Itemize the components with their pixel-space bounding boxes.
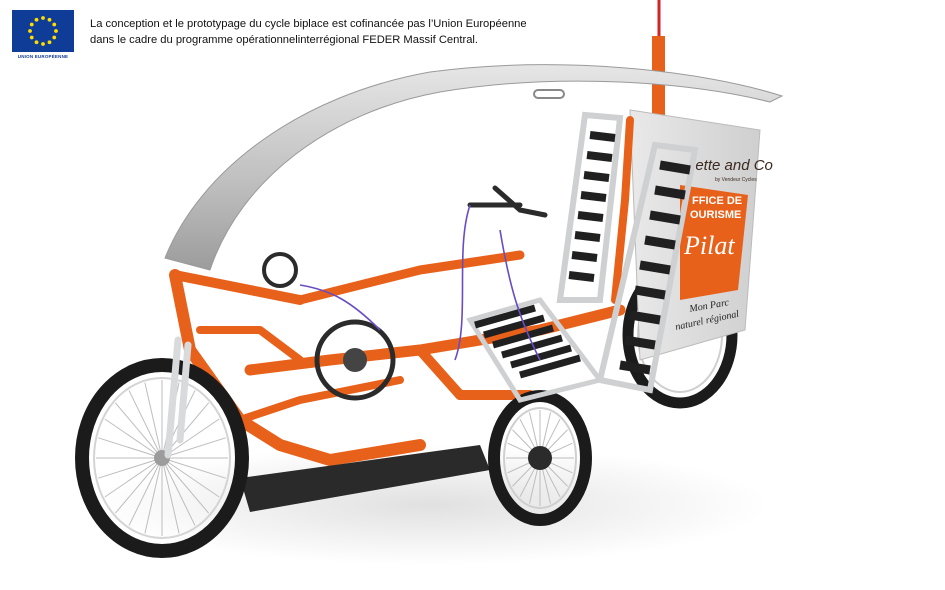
pilat-label: Pilat	[683, 231, 735, 260]
funding-notice: La conception et le prototypage du cycle…	[90, 16, 610, 48]
eu-star-icon	[29, 22, 34, 27]
eu-star-icon	[41, 42, 45, 46]
eu-star-icon	[41, 16, 45, 20]
seat-base-slats	[474, 304, 581, 379]
footrest-board	[240, 445, 490, 512]
canopy-handle	[533, 89, 565, 99]
funding-header: UNION EUROPÉENNE La conception et le pro…	[10, 8, 610, 60]
eu-star-icon	[52, 35, 57, 40]
eu-star-icon	[52, 22, 57, 27]
office-line-1: FFICE DE	[692, 195, 742, 207]
eu-star-icon	[54, 29, 58, 33]
notice-line-1: La conception et le prototypage du cycle…	[90, 18, 527, 30]
eu-star-icon	[34, 40, 39, 45]
front-wheel	[75, 358, 249, 558]
notice-line-2: dans le cadre du programme opérationneli…	[90, 34, 479, 46]
handlebar	[467, 185, 548, 218]
rear-seat	[556, 111, 624, 303]
brake-cables	[299, 204, 541, 361]
eu-star-icon	[47, 40, 52, 45]
office-line-2: OURISME	[690, 209, 741, 221]
brand-sub-label: by Vendeur Cycles	[715, 177, 757, 183]
eu-star-icon	[34, 17, 39, 22]
eu-caption: UNION EUROPÉENNE	[17, 54, 69, 59]
canopy-roof	[164, 64, 784, 271]
flag-mast	[652, 0, 665, 116]
rear-left-wheel	[488, 390, 592, 526]
brand-label: lette and Co	[692, 157, 773, 174]
eu-star-icon	[29, 35, 34, 40]
drive-chainring	[262, 252, 396, 401]
eu-flag-icon	[12, 10, 74, 52]
eu-star-icon	[28, 29, 32, 33]
eu-star-icon	[47, 17, 52, 22]
front-seat	[466, 141, 699, 403]
front-fork	[164, 336, 192, 459]
ground-shadow	[90, 445, 770, 565]
orange-frame	[169, 116, 634, 466]
